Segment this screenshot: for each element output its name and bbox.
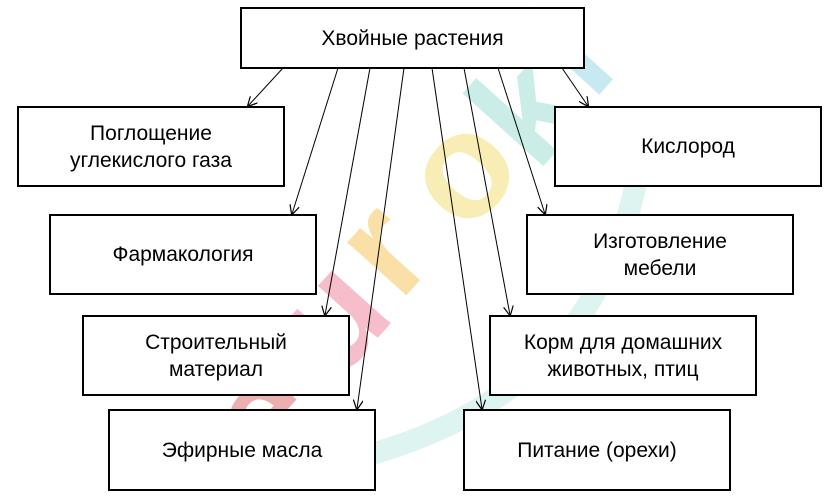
arrow-to-building-material — [325, 67, 371, 315]
node-oxygen-label: Кислород — [641, 135, 735, 158]
arrow-to-essential-oils — [357, 67, 405, 409]
node-essential-oils-label: Эфирные масла — [161, 438, 323, 462]
arrow-to-furniture — [497, 67, 545, 214]
node-pharmacology-label: Фармакология — [112, 243, 254, 266]
node-animal-feed-label: Корм для домашних животных, птиц — [523, 330, 723, 381]
root-node: Хвойные растения — [240, 7, 585, 69]
root-node-label: Хвойные растения — [321, 26, 504, 50]
node-furniture-label: Изготовление мебели — [593, 229, 727, 280]
arrow-to-animal-feed — [463, 67, 510, 315]
arrow-to-nutrition — [431, 67, 482, 409]
node-animal-feed: Корм для домашних животных, птиц — [489, 315, 757, 396]
node-building-material: Строительный материал — [82, 315, 350, 396]
arrow-to-absorption — [248, 67, 284, 106]
node-nutrition: Питание (орехи) — [463, 409, 731, 491]
node-essential-oils: Эфирные масла — [108, 409, 376, 491]
arrow-to-pharmacology — [292, 67, 339, 214]
node-oxygen: Кислород — [554, 106, 822, 187]
arrow-to-oxygen — [561, 67, 588, 106]
node-nutrition-label: Питание (орехи) — [517, 438, 677, 462]
node-building-material-label: Строительный материал — [145, 330, 287, 381]
node-furniture: Изготовление мебели — [526, 214, 794, 295]
node-pharmacology: Фармакология — [49, 214, 317, 295]
node-co2-absorption: Поглощение углекислого газа — [17, 106, 285, 187]
node-co2-absorption-label: Поглощение углекислого газа — [70, 121, 232, 172]
